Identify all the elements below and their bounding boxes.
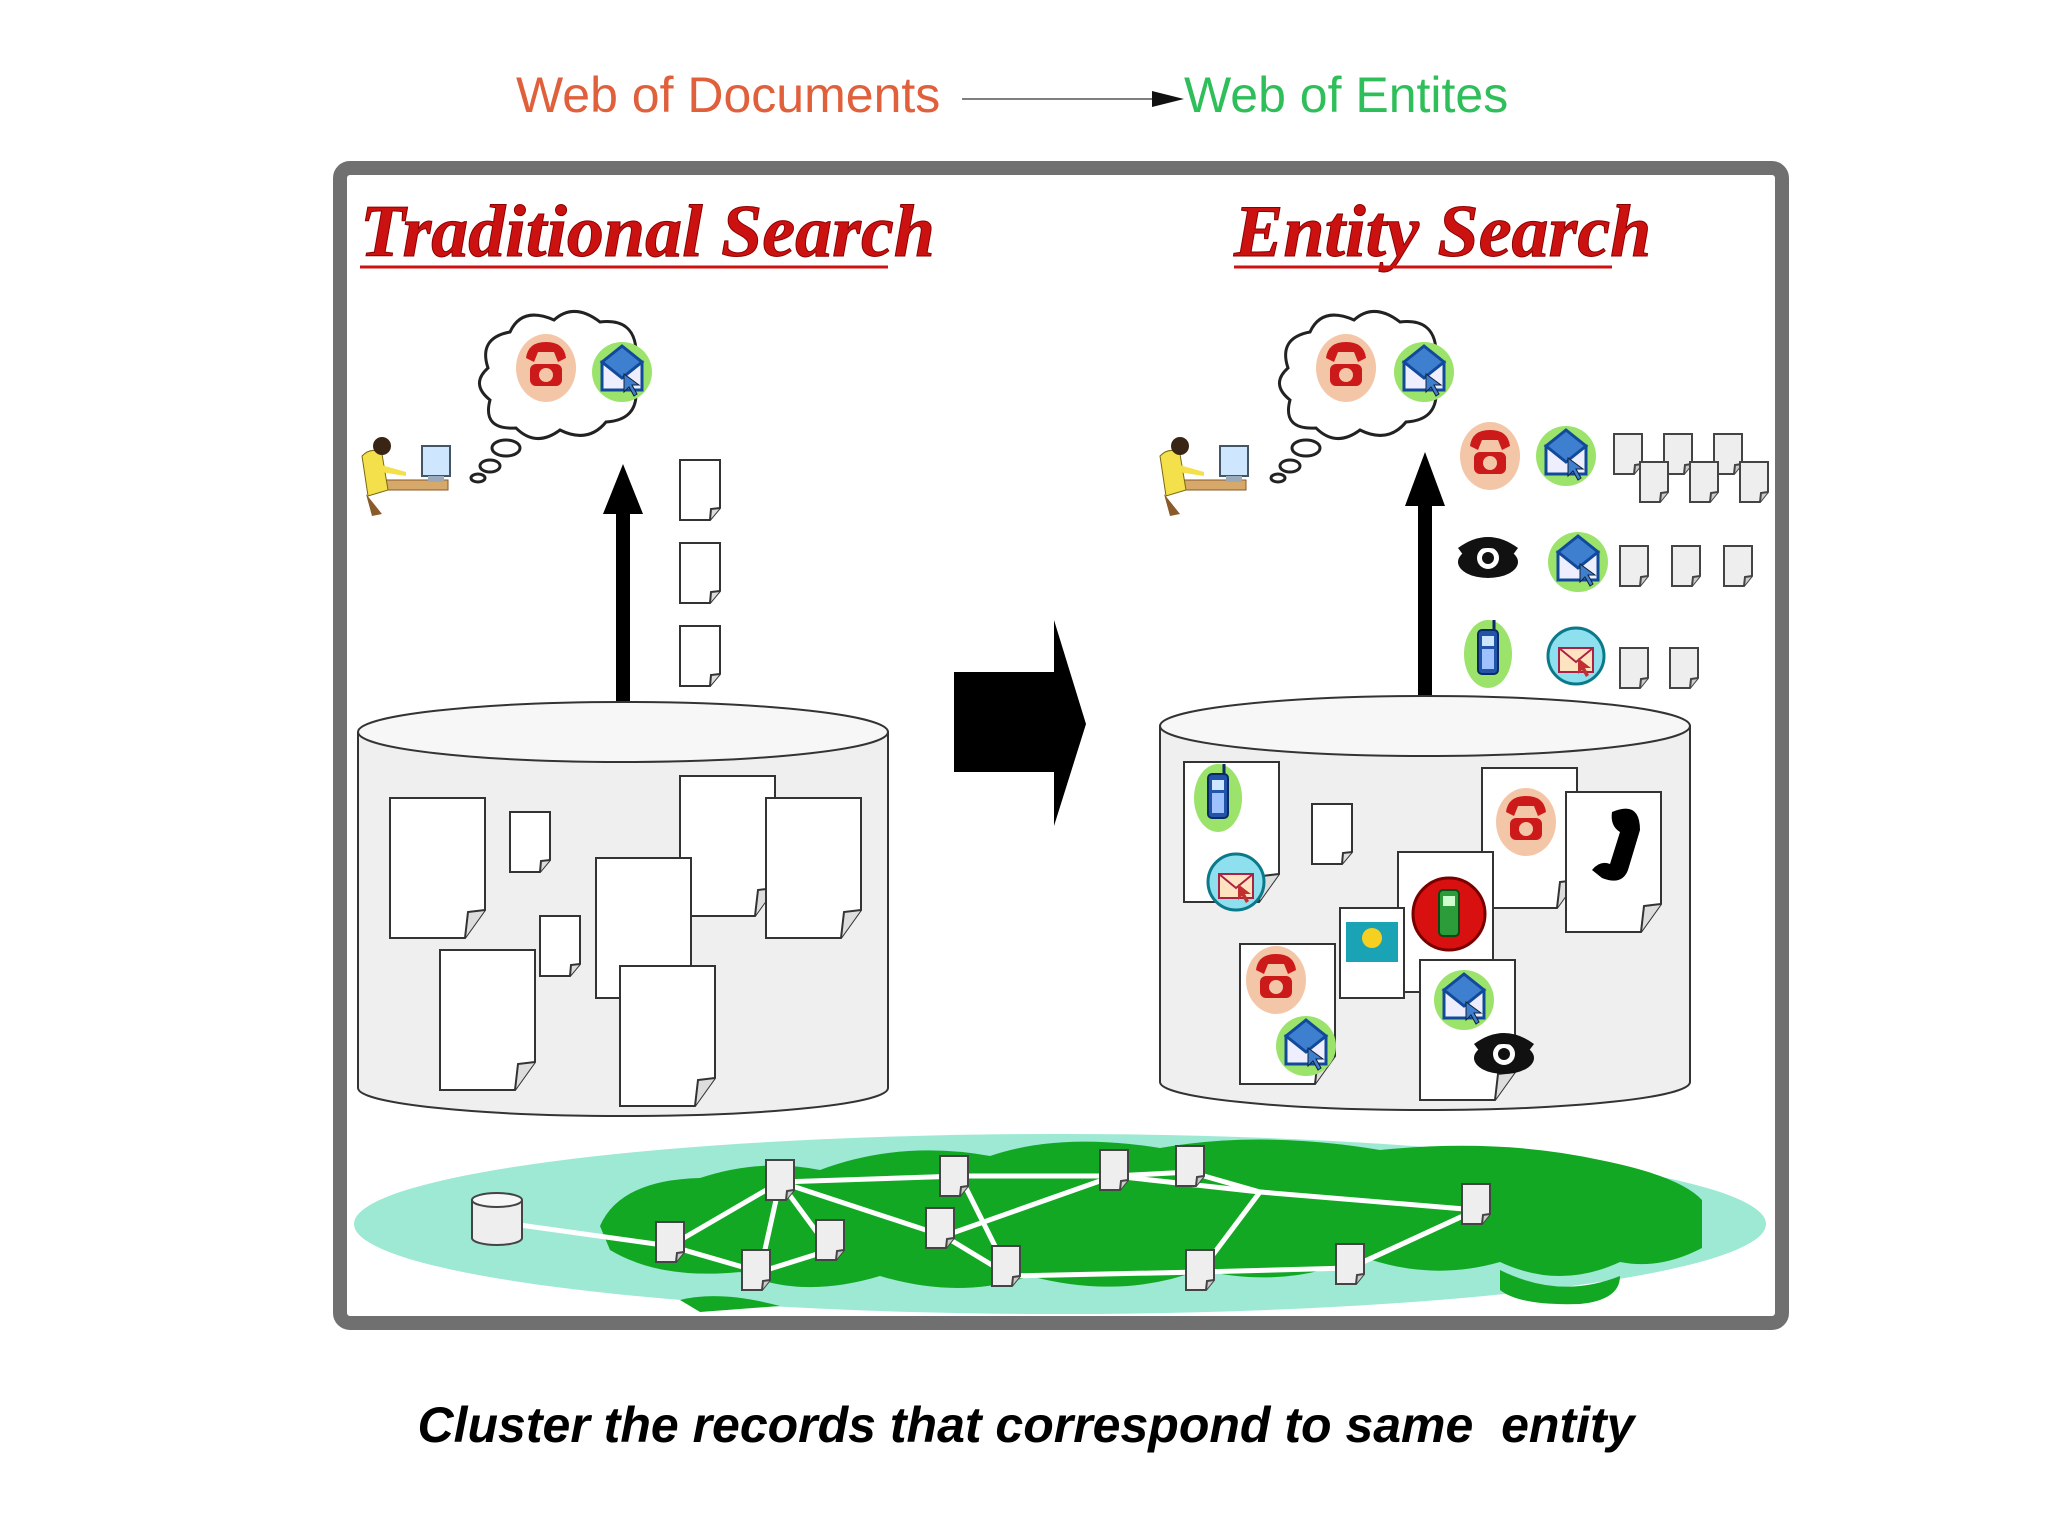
document-icon: [539, 915, 581, 977]
result-document-icon: [679, 459, 721, 521]
web-document-icon: [815, 1219, 845, 1261]
web-document-icon: [991, 1245, 1021, 1287]
mail-icon: [1274, 1014, 1338, 1078]
web-document-icon: [925, 1207, 955, 1249]
document-icon: [509, 811, 551, 873]
entity-document-icon: [1619, 647, 1649, 689]
mail-icon: [590, 340, 654, 404]
entity-document-icon: [1619, 545, 1649, 587]
phone-icon: [1316, 334, 1376, 402]
web-of-entities-label: Web of Entites: [1184, 67, 1509, 123]
mail-icon: [1206, 852, 1266, 912]
web-document-icon: [741, 1249, 771, 1291]
document-icon: [619, 965, 716, 1107]
traditional-search-title: Traditional Search: [360, 191, 935, 273]
web-document-icon: [1335, 1243, 1365, 1285]
transform-arrow-icon: [954, 620, 1086, 826]
header-arrow-icon: [962, 91, 1184, 107]
entity-document-icon: [1739, 461, 1769, 503]
header-banner: Web of Documents Web of Entites: [0, 60, 2048, 130]
mail-icon: [1546, 626, 1606, 686]
document-icon: [389, 797, 486, 939]
caption-text: Cluster the records that correspond to s…: [417, 1397, 1635, 1453]
entity-document-icon: [1689, 461, 1719, 503]
result-arrow-icon: [1405, 452, 1445, 730]
web-document-icon: [655, 1221, 685, 1263]
web-document-icon: [1175, 1145, 1205, 1187]
phone-icon: [1246, 946, 1306, 1014]
entity-document-icon: [1669, 647, 1699, 689]
desk-phone-icon: [1474, 1033, 1534, 1074]
desk-phone-icon: [1592, 808, 1640, 881]
entity-document-icon: [1639, 461, 1669, 503]
mail-icon: [1432, 968, 1496, 1032]
entity-document-icon: [1613, 433, 1643, 475]
entity-document-icon: [1723, 545, 1753, 587]
cell-phone-icon: [1192, 762, 1244, 834]
entity-document-icon: [1671, 545, 1701, 587]
phone-icon: [1460, 422, 1520, 490]
entity-search-title: Entity Search: [1233, 191, 1651, 273]
web-document-icon: [1099, 1149, 1129, 1191]
mail-icon: [1534, 424, 1598, 488]
document-icon: [1311, 803, 1353, 865]
document-icon: [765, 797, 862, 939]
result-document-icon: [679, 625, 721, 687]
mail-icon: [1392, 340, 1456, 404]
diagram-caption: Cluster the records that correspond to s…: [0, 1396, 2048, 1454]
phone-icon: [1496, 788, 1556, 856]
web-document-icon: [939, 1155, 969, 1197]
world-web-map: [354, 1134, 1766, 1314]
cell-phone-icon: [1462, 618, 1514, 690]
web-document-icon: [1185, 1249, 1215, 1291]
web-document-icon: [765, 1159, 795, 1201]
desk-phone-icon: [1458, 537, 1518, 578]
result-document-icon: [679, 542, 721, 604]
result-arrow-icon: [603, 464, 643, 750]
phone-icon: [516, 334, 576, 402]
red-cell-phone-icon: [1411, 876, 1487, 952]
web-of-documents-label: Web of Documents: [516, 67, 941, 123]
document-icon: [679, 775, 776, 917]
mail-icon: [1546, 530, 1610, 594]
document-icon: [439, 949, 536, 1091]
web-page-icon: [1339, 907, 1405, 999]
small-database-icon: [471, 1192, 523, 1246]
web-document-icon: [1461, 1183, 1491, 1225]
